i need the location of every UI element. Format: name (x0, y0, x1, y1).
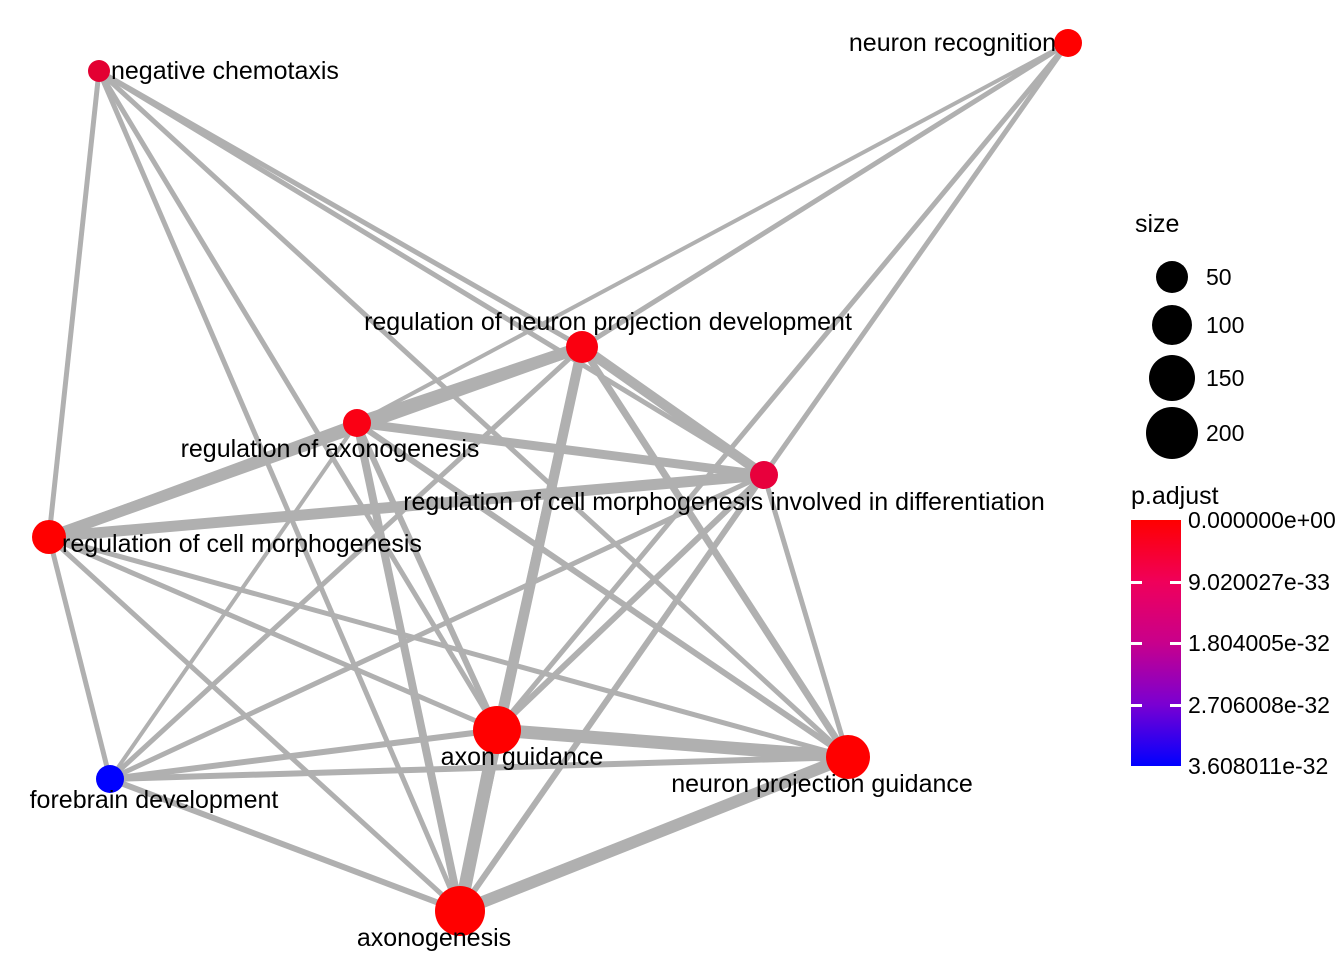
edge (580, 40, 1070, 350)
size-legend-label-50: 50 (1206, 264, 1232, 290)
edge (457, 751, 851, 917)
edge (356, 418, 765, 480)
edge (579, 342, 767, 480)
size-legend-dot-150 (1149, 355, 1195, 401)
edge (108, 345, 584, 781)
size-legend-label-200: 200 (1206, 420, 1245, 446)
edge (494, 472, 767, 733)
node-label-regulation-of-neuron-projection-development: regulation of neuron projection developm… (364, 308, 852, 336)
size-legend-dot-200 (1146, 407, 1198, 459)
node-regulation-of-cell-morphogenesis-involved-in-differentiation[interactable] (750, 461, 778, 489)
edge (48, 534, 849, 760)
edge (453, 728, 504, 913)
size-legend-dot-100 (1152, 305, 1192, 345)
edge (96, 69, 500, 732)
node-label-forebrain-development: forebrain development (29, 786, 279, 814)
colorbar-tick (1131, 703, 1142, 707)
pajust-legend-title: p.adjust (1131, 482, 1219, 510)
node-forebrain-development[interactable] (96, 765, 124, 793)
node-label-axon-guidance: axon guidance (440, 743, 604, 771)
colorbar-tick (1170, 580, 1181, 584)
edge (108, 421, 359, 781)
nodes-group (32, 29, 1082, 936)
node-label-regulation-of-cell-morphogenesis: regulation of cell morphogenesis (62, 530, 422, 558)
edge (46, 536, 113, 780)
edge (495, 41, 1070, 732)
colorbar-tick (1131, 580, 1142, 584)
node-label-axonogenesis: axonogenesis (356, 924, 512, 952)
node-label-neuron-recognition: neuron recognition (848, 29, 1056, 57)
node-label-neuron-projection-guidance: neuron projection guidance (671, 770, 973, 798)
colorbar-label: 2.706008e-32 (1188, 691, 1330, 718)
node-axonogenesis[interactable] (435, 886, 485, 936)
colorbar-tick (1170, 703, 1181, 707)
node-axon-guidance[interactable] (473, 706, 521, 754)
node-regulation-of-neuron-projection-development[interactable] (566, 331, 598, 363)
node-neuron-recognition[interactable] (1054, 29, 1082, 57)
node-negative-chemotaxis[interactable] (88, 60, 110, 82)
node-regulation-of-cell-morphogenesis[interactable] (32, 520, 66, 554)
node-label-regulation-of-axonogenesis: regulation of axonogenesis (180, 435, 480, 463)
edge (46, 70, 102, 538)
edge (457, 473, 767, 913)
edge (579, 345, 851, 759)
edge (47, 535, 462, 913)
colorbar-label: 9.020027e-33 (1188, 568, 1330, 595)
node-label-negative-chemotaxis: negative chemotaxis (111, 57, 339, 85)
colorbar-label: 1.804005e-32 (1188, 630, 1330, 656)
edge (48, 469, 765, 543)
node-regulation-of-axonogenesis[interactable] (343, 409, 371, 437)
edge (48, 534, 498, 733)
edge (356, 41, 1069, 425)
size-legend-dot-50 (1156, 261, 1188, 293)
colorbar-tick (1170, 642, 1181, 645)
colorbar-label: 0.000000e+00 (1188, 507, 1336, 533)
colorbar-tick (1131, 642, 1142, 645)
colorbar-label: 3.608011e-32 (1188, 753, 1329, 779)
edge (355, 420, 850, 760)
node-neuron-projection-guidance[interactable] (826, 735, 870, 779)
edge (109, 727, 498, 782)
edge (761, 41, 1071, 477)
edges-group (46, 40, 1071, 917)
edge (354, 421, 500, 732)
edge (109, 754, 849, 782)
size-legend-label-100: 100 (1206, 312, 1245, 338)
edge (761, 474, 851, 758)
edge (97, 69, 850, 759)
edge (108, 472, 766, 782)
edge (47, 418, 359, 542)
edge (108, 776, 462, 914)
edge (496, 723, 849, 764)
node-label-regulation-of-cell-morphogenesis-involved-in-differentiation: regulation of cell morphogenesis involve… (403, 488, 1045, 516)
edge (97, 68, 766, 478)
size-legend-title: size (1135, 210, 1180, 238)
size-legend-label-150: 150 (1206, 365, 1245, 391)
